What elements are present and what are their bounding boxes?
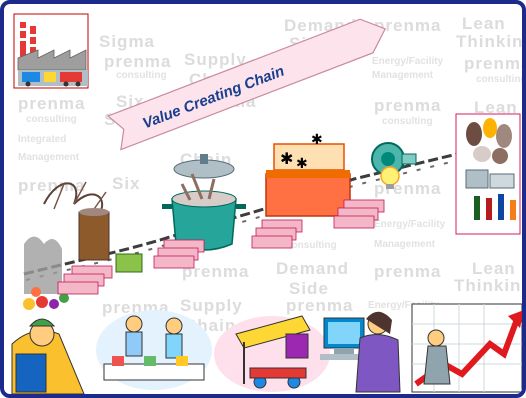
wm-text: prenma	[374, 96, 442, 115]
wm-text: Lean	[474, 98, 518, 117]
light-bulb-icon	[380, 166, 400, 189]
wm-text: Lean	[462, 14, 506, 33]
wm-text: consulting	[382, 116, 433, 127]
wm-text: Side	[289, 279, 329, 298]
wm-text: Sigma	[99, 32, 156, 51]
computer-user-icon	[320, 311, 401, 393]
crane-icon	[214, 315, 330, 392]
banknote-stacks	[57, 199, 385, 295]
star-icon: ✱	[280, 149, 293, 168]
wm-text: consulting	[26, 114, 77, 125]
wm-text: Lean	[472, 259, 516, 278]
food-products-icon	[455, 113, 521, 235]
wm-text: prenma	[464, 54, 526, 73]
raw-materials-icon	[23, 181, 143, 310]
growth-chart-icon	[411, 303, 522, 393]
wm-text: prenma	[18, 176, 86, 195]
factory-icon	[13, 13, 89, 89]
wm-text: Management	[18, 152, 80, 163]
star-icon: ✱	[296, 156, 308, 172]
assembly-workers-icon	[96, 310, 212, 390]
wm-text: Supply	[184, 50, 247, 69]
wm-text: Energy/Facility	[374, 219, 446, 230]
wm-text: prenma	[286, 296, 354, 315]
wm-text: prenma	[18, 94, 86, 113]
wm-text: Thinking	[456, 32, 524, 51]
wm-text: Energy/Facility	[368, 300, 440, 311]
wm-text: Supply	[180, 296, 243, 315]
scene-illustration: Value Creating Chain	[11, 13, 522, 394]
wm-text: prenma	[374, 16, 442, 35]
product-box-icon: ✱ ✱ ✱	[265, 132, 351, 217]
wm-text: prenma	[104, 52, 172, 71]
wm-text: Management	[372, 70, 434, 81]
wm-text: prenma	[374, 262, 442, 281]
cooking-pot-icon	[162, 154, 246, 251]
wm-text: Demand	[276, 259, 350, 278]
wm-text: consulting	[116, 70, 167, 81]
wm-text: Six	[112, 174, 141, 193]
worker-icon	[11, 318, 85, 394]
wm-text: Thinking	[454, 276, 526, 295]
wm-text: prenma	[182, 262, 250, 281]
wm-text: consulting	[286, 240, 337, 251]
wm-text: Integrated	[18, 134, 67, 145]
wm-text: consulting	[476, 74, 526, 85]
value-chain-banner: Value Creating Chain	[106, 18, 387, 151]
wm-text: Management	[374, 239, 436, 250]
star-icon: ✱	[311, 132, 323, 148]
wm-text: Energy/Facility	[372, 56, 444, 67]
